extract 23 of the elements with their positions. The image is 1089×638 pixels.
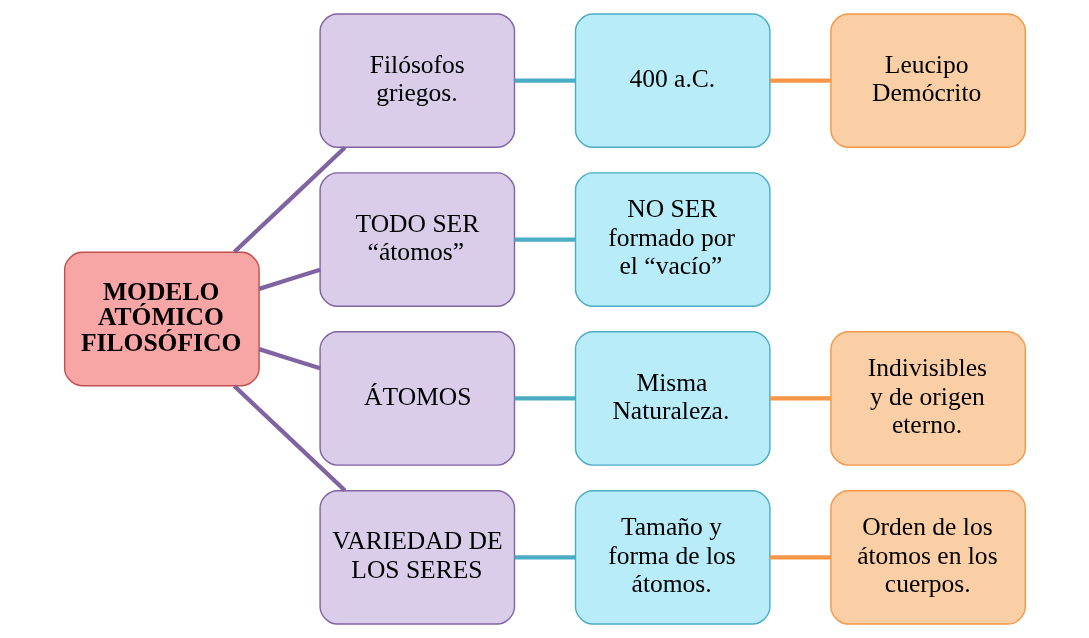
connector [514,555,575,560]
connector [769,396,831,401]
connector [514,237,575,242]
connector [232,146,346,254]
node-box: MODELO ATÓMICO FILOSÓFICO [63,251,260,387]
connector [514,78,575,83]
connector [232,384,346,492]
node-box: NO SER formado por el “vacío” [574,172,771,307]
node-box: Tamaño y forma de los átomos. [574,490,771,625]
node-box: Misma Naturaleza. [574,331,771,466]
connector [769,78,831,83]
node-box: ÁTOMOS [318,331,515,466]
node-box: Indivisibles y de origen eterno. [829,331,1026,466]
connector [258,347,321,371]
node-box: 400 a.C. [574,13,771,148]
node-box: Orden de los átomos en los cuerpos. [829,490,1026,625]
node-box: VARIEDAD DE LOS SERES [318,490,515,625]
connector [514,396,575,401]
connector [769,555,831,560]
node-box: Filósofos griegos. [318,13,515,148]
node-box: TODO SER “átomos” [318,172,515,307]
node-box: Leucipo Demócrito [829,13,1026,148]
connector [258,267,321,291]
